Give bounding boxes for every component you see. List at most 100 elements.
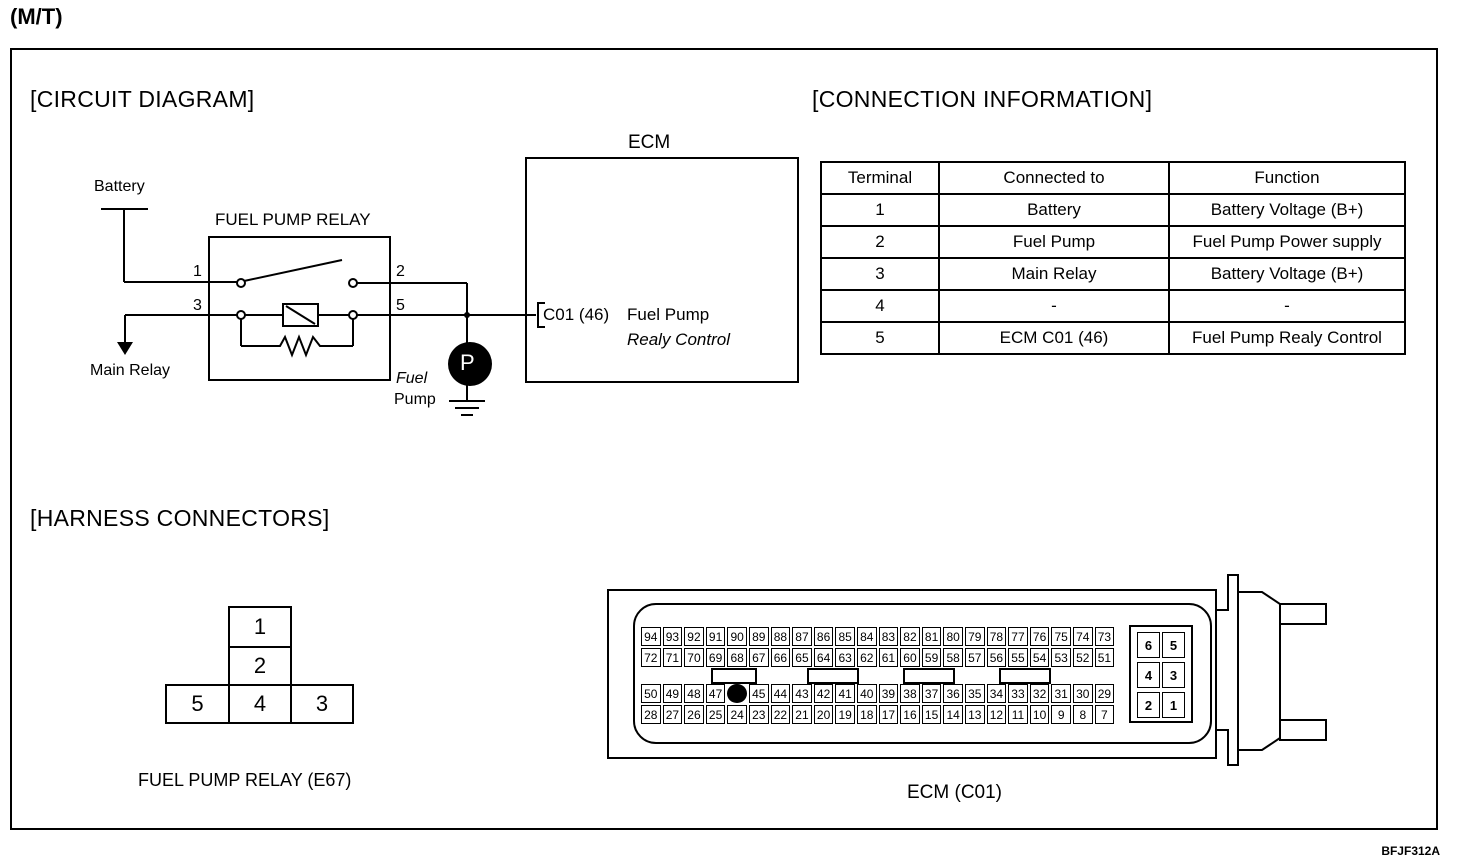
ecm-pin: 44 (770, 684, 791, 703)
ecm-pin: 82 (900, 627, 920, 646)
table-row: 2 Fuel Pump Fuel Pump Power supply (820, 225, 1406, 259)
cell-connected-to: Main Relay (938, 257, 1170, 291)
ecm-pin: 91 (705, 627, 726, 646)
ecm-pin: 7 (1094, 705, 1115, 724)
header-terminal: Terminal (820, 161, 940, 195)
ecm-pin: 15 (921, 705, 942, 724)
ecm-pin: 39 (878, 684, 899, 703)
cell-function: - (1168, 289, 1406, 323)
ecm-pin: 90 (727, 627, 747, 646)
ecm-pin: 17 (878, 705, 899, 724)
ecm-pin: 70 (684, 648, 704, 667)
ecm-pin: 89 (749, 627, 769, 646)
cell-terminal: 4 (820, 289, 940, 323)
ecm-pin: 77 (1008, 627, 1028, 646)
ecm-pin: 53 (1051, 648, 1071, 667)
cell-function: Fuel Pump Realy Control (1168, 321, 1406, 355)
ecm-aux-pin: 3 (1162, 662, 1185, 688)
harness-heading: [HARNESS CONNECTORS] (30, 505, 330, 531)
table-header-row: Terminal Connected to Function (820, 161, 1406, 195)
cell-connected-to: ECM C01 (46) (938, 321, 1170, 355)
ecm-pin: 48 (684, 684, 704, 703)
pin-1-label: 1 (193, 263, 202, 280)
ecm-pin: 24 (727, 705, 747, 724)
ecm-pin: 20 (813, 705, 834, 724)
cell-terminal: 3 (820, 257, 940, 291)
ecm-title: ECM (628, 132, 671, 153)
ecm-aux-pin: 2 (1137, 692, 1160, 718)
ecm-pin: 11 (1008, 705, 1028, 724)
figure-code: BFJF312A (1381, 844, 1440, 858)
relay-connector-label: FUEL PUMP RELAY (E67) (138, 770, 352, 790)
table-row: 4 - - (820, 289, 1406, 323)
ecm-pin: 38 (900, 684, 920, 703)
cell-connected-to: - (938, 289, 1170, 323)
cell-function: Battery Voltage (B+) (1168, 193, 1406, 227)
connection-table: Terminal Connected to Function 1 Battery… (820, 161, 1406, 355)
fuel-pump-label-1: Fuel (396, 370, 428, 387)
ecm-pin: 29 (1094, 684, 1115, 703)
ecm-pin: 23 (749, 705, 769, 724)
ecm-pin: 43 (792, 684, 812, 703)
ecm-pin: 30 (1073, 684, 1093, 703)
ecm-pin: 35 (965, 684, 985, 703)
ecm-pin: 19 (835, 705, 855, 724)
ecm-pin: 83 (878, 627, 899, 646)
ecm-pin: 63 (835, 648, 855, 667)
ecm-pin: 84 (857, 627, 877, 646)
ecm-pin: 25 (705, 705, 726, 724)
ecm-pin: 51 (1094, 648, 1115, 667)
ecm-pin: 58 (943, 648, 963, 667)
ecm-pin: 88 (770, 627, 791, 646)
ecm-pin: 59 (921, 648, 942, 667)
ecm-pin: 86 (813, 627, 834, 646)
ecm-pin: 93 (662, 627, 683, 646)
relay-title: FUEL PUMP RELAY (215, 210, 371, 229)
ecm-pin: 14 (943, 705, 963, 724)
ecm-pin: 57 (965, 648, 985, 667)
ecm-pin: 73 (1094, 627, 1115, 646)
ecm-pin: 54 (1029, 648, 1050, 667)
ecm-pin: 31 (1051, 684, 1071, 703)
battery-label: Battery (94, 178, 145, 195)
ecm-pin: 94 (641, 627, 661, 646)
ecm-pin: 21 (792, 705, 812, 724)
ecm-pin: 65 (792, 648, 812, 667)
ecm-pin: 66 (770, 648, 791, 667)
ecm-pin: 55 (1008, 648, 1028, 667)
ecm-pin: 72 (641, 648, 661, 667)
ecm-pin: 74 (1073, 627, 1093, 646)
variant-label: (M/T) (10, 4, 63, 29)
ecm-pin: 62 (857, 648, 877, 667)
ecm-pin: 32 (1029, 684, 1050, 703)
ecm-pin: 92 (684, 627, 704, 646)
ecm-pin: 60 (900, 648, 920, 667)
ecm-aux-pin: 6 (1137, 632, 1160, 658)
ecm-pin: 37 (921, 684, 942, 703)
ecm-pin: 61 (878, 648, 899, 667)
circuit-heading: [CIRCUIT DIAGRAM] (30, 86, 255, 112)
ecm-pin: 40 (857, 684, 877, 703)
pin-2-label: 2 (396, 263, 405, 280)
ecm-pin: 8 (1073, 705, 1093, 724)
relay-terminal-3: 3 (290, 684, 354, 724)
pin-5-label: 5 (396, 297, 405, 314)
ecm-pin: 13 (965, 705, 985, 724)
ecm-pin: 34 (986, 684, 1007, 703)
ecm-pin: 22 (770, 705, 791, 724)
table-row: 3 Main Relay Battery Voltage (B+) (820, 257, 1406, 291)
cell-connected-to: Fuel Pump (938, 225, 1170, 259)
ecm-pin: 47 (705, 684, 726, 703)
ecm-aux-pin: 4 (1137, 662, 1160, 688)
ecm-pin: 64 (813, 648, 834, 667)
pin-3-label: 3 (193, 297, 202, 314)
fuel-pump-symbol: P (460, 350, 475, 375)
ecm-pin: 10 (1029, 705, 1050, 724)
main-relay-label: Main Relay (90, 362, 171, 379)
ecm-pin: 27 (662, 705, 683, 724)
cell-terminal: 5 (820, 321, 940, 355)
ecm-pin: 85 (835, 627, 855, 646)
ecm-pin: 16 (900, 705, 920, 724)
